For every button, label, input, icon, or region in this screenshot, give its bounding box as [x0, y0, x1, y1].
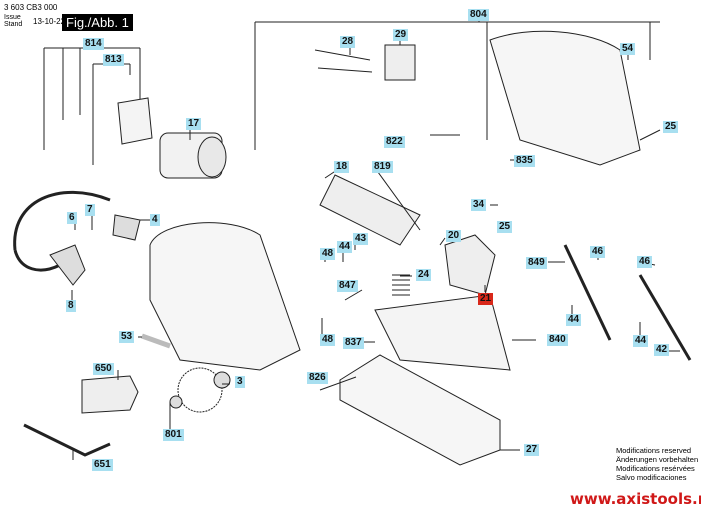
part-label[interactable]: 42	[654, 344, 670, 356]
hex-key	[23, 423, 111, 457]
part-label[interactable]: 25	[663, 121, 679, 133]
notice-en: Modifications reserved	[616, 446, 692, 455]
part-label[interactable]: 44	[633, 335, 649, 347]
part-label[interactable]: 8	[66, 300, 76, 312]
part-label[interactable]: 813	[103, 54, 124, 66]
part-label[interactable]: 27	[524, 444, 540, 456]
part-label[interactable]: 840	[547, 334, 568, 346]
notice-fr: Modifications resérvées	[616, 464, 695, 473]
cable-grommet	[49, 244, 86, 286]
part-label[interactable]: 849	[526, 257, 547, 269]
issue-label-en: Issue	[4, 14, 21, 21]
housing-half-804	[489, 30, 641, 166]
part-label[interactable]: 847	[337, 280, 358, 292]
part-label[interactable]: 34	[471, 199, 487, 211]
shoe-bracket	[374, 294, 511, 371]
issue-label-de: Stand	[4, 21, 23, 28]
part-label[interactable]: 48	[320, 248, 336, 260]
rod-53	[141, 333, 171, 349]
part-label[interactable]: 4	[150, 214, 160, 226]
part-label[interactable]: 7	[85, 204, 95, 216]
watermark-url[interactable]: www.axistools.ru	[570, 490, 701, 508]
part-label[interactable]: 826	[307, 372, 328, 384]
part-number: 3 603 CB3 000	[4, 3, 58, 12]
part-label[interactable]: 3	[235, 376, 245, 388]
part-label[interactable]: 48	[320, 334, 336, 346]
part-label[interactable]: 651	[92, 459, 113, 471]
part-label[interactable]: 44	[566, 314, 582, 326]
part-label[interactable]: 6	[67, 212, 77, 224]
part-label[interactable]: 804	[468, 9, 489, 21]
part-label[interactable]: 44	[337, 241, 353, 253]
part-label[interactable]: 801	[163, 429, 184, 441]
part-label[interactable]: 24	[416, 269, 432, 281]
bracket-804	[254, 21, 660, 150]
figure-title: Fig./Abb. 1	[62, 14, 133, 31]
part-label[interactable]: 20	[446, 230, 462, 242]
part-label[interactable]: 822	[384, 136, 405, 148]
cover-650	[81, 375, 139, 414]
part-label[interactable]: 837	[343, 337, 364, 349]
part-label-highlighted[interactable]: 21	[478, 293, 494, 305]
issue-label: Issue Stand	[4, 14, 22, 28]
part-label[interactable]: 54	[620, 43, 636, 55]
part-label[interactable]: 53	[119, 331, 135, 343]
part-label[interactable]: 25	[497, 221, 513, 233]
gear-housing	[444, 234, 496, 296]
part-label[interactable]: 17	[186, 118, 202, 130]
base-plate	[339, 354, 501, 466]
armature	[319, 174, 421, 246]
brush-holder	[117, 97, 153, 145]
lever-42	[638, 274, 692, 361]
notice-de: Änderungen vorbehalten	[616, 455, 699, 464]
part-label[interactable]: 650	[93, 363, 114, 375]
switch-leads	[314, 49, 373, 73]
modifications-notice: Modifications reserved Änderungen vorbeh…	[616, 446, 698, 482]
part-label[interactable]: 43	[353, 233, 369, 245]
notice-es: Salvo modificaciones	[616, 473, 687, 482]
part-label[interactable]: 814	[83, 38, 104, 50]
part-label[interactable]: 46	[590, 246, 606, 258]
part-label[interactable]: 46	[637, 256, 653, 268]
part-label[interactable]: 835	[514, 155, 535, 167]
saw-blade	[177, 367, 223, 413]
issue-date: 13-10-22	[33, 17, 66, 26]
spring	[392, 274, 410, 296]
motor-housing	[149, 222, 301, 371]
part-label[interactable]: 28	[340, 36, 356, 48]
lever-849	[563, 244, 612, 341]
part-label[interactable]: 29	[393, 29, 409, 41]
plug	[112, 214, 141, 241]
part-label[interactable]: 819	[372, 161, 393, 173]
switch	[384, 44, 416, 81]
power-cord	[13, 190, 111, 251]
part-label[interactable]: 18	[334, 161, 350, 173]
